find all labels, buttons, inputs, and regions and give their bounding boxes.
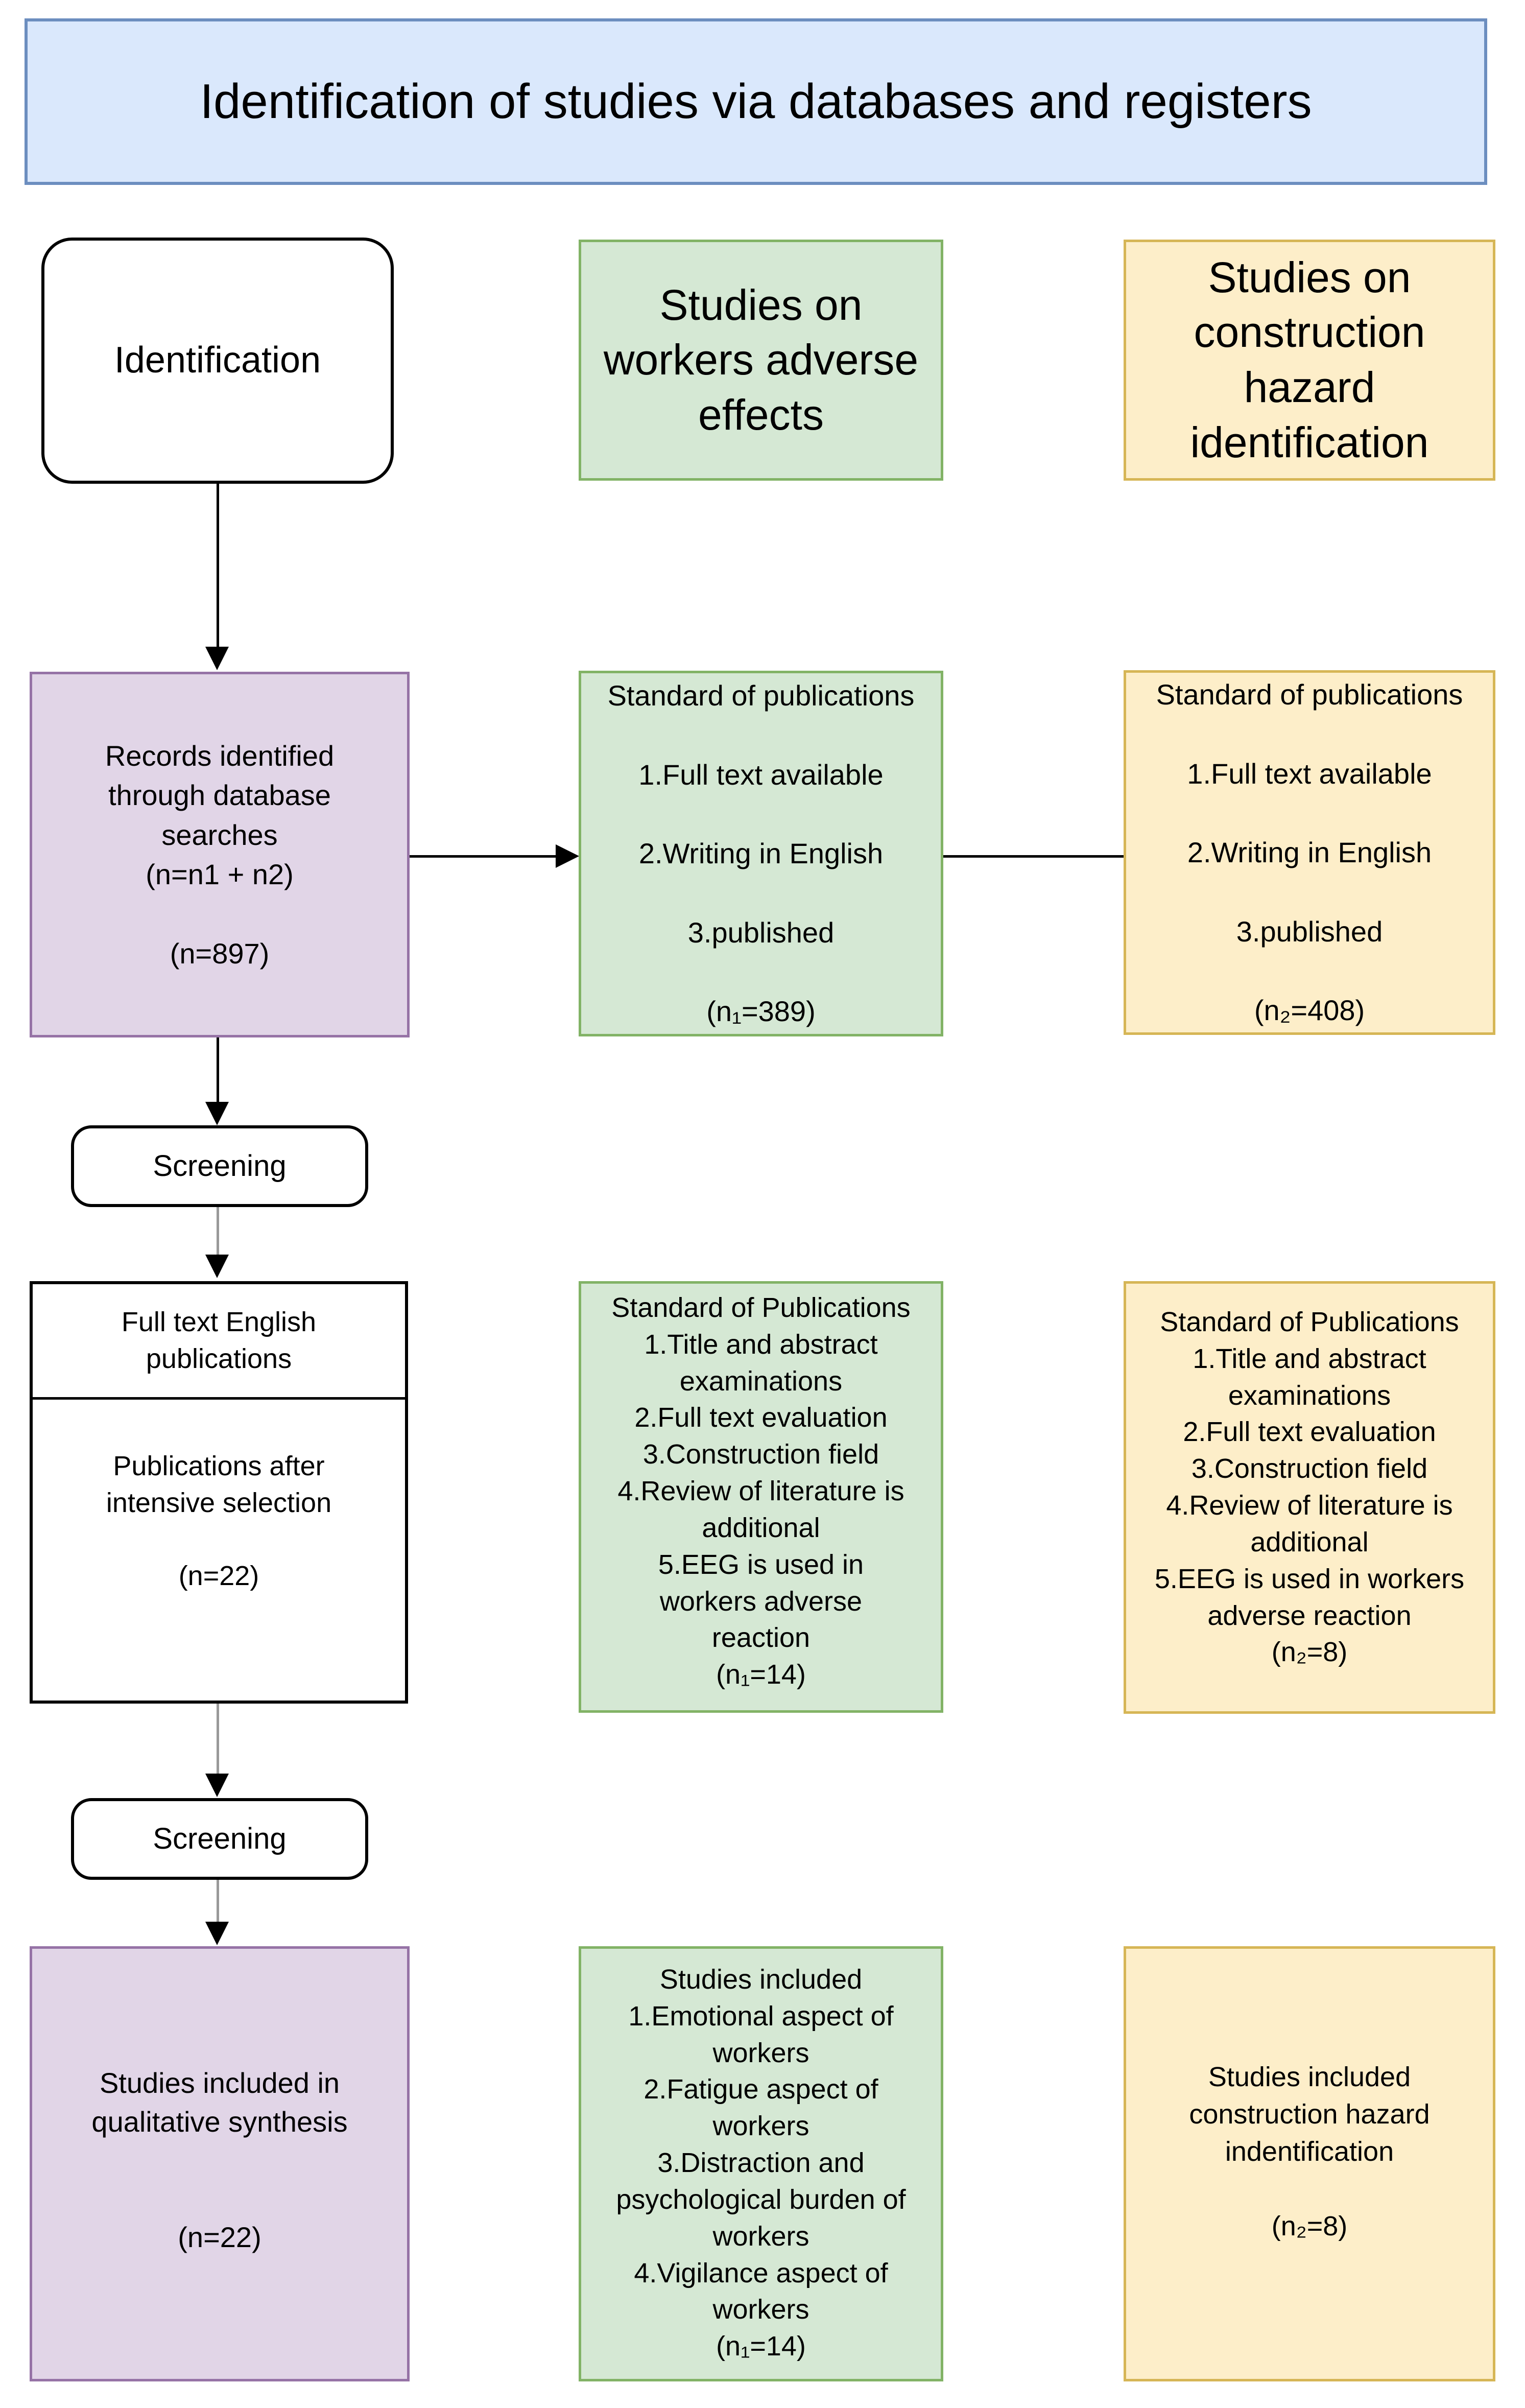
screening-stage-node-2: Screening	[71, 1798, 368, 1880]
arrow-down-head	[205, 1102, 229, 1125]
records-identified-node: Records identified through database sear…	[30, 672, 410, 1037]
standard-publications-yellow-node: Standard of publications 1.Full text ava…	[1124, 670, 1495, 1035]
screening-standard-green-node: Standard of Publications 1.Title and abs…	[579, 1281, 943, 1713]
yellow-column-header: Studies on construction hazard identific…	[1124, 240, 1495, 481]
arrow-down-head	[205, 1774, 229, 1797]
intensive-selection-bottom-cell: Publications after intensive selection (…	[106, 1451, 332, 1592]
fulltext-top-cell: Full text English publications	[33, 1284, 405, 1400]
included-yellow-node: Studies included construction hazard ind…	[1124, 1946, 1495, 2381]
arrow-down-head	[205, 1255, 229, 1278]
identification-stage-node: Identification	[41, 238, 394, 484]
arrow-right-head	[556, 844, 579, 868]
fulltext-publications-node: Full text English publications Publicati…	[30, 1281, 408, 1704]
arrow-down-head	[205, 647, 229, 670]
screening-standard-yellow-node: Standard of Publications 1.Title and abs…	[1124, 1281, 1495, 1714]
arrow-down-head	[205, 1922, 229, 1945]
included-green-node: Studies included 1.Emotional aspect of w…	[579, 1946, 943, 2381]
screening-stage-node-1: Screening	[71, 1125, 368, 1207]
green-column-header: Studies on workers adverse effects	[579, 240, 943, 481]
standard-publications-green-node: Standard of publications 1.Full text ava…	[579, 671, 943, 1036]
included-qualitative-node: Studies included in qualitative synthesi…	[30, 1946, 410, 2381]
diagram-title-banner: Identification of studies via databases …	[25, 18, 1487, 185]
